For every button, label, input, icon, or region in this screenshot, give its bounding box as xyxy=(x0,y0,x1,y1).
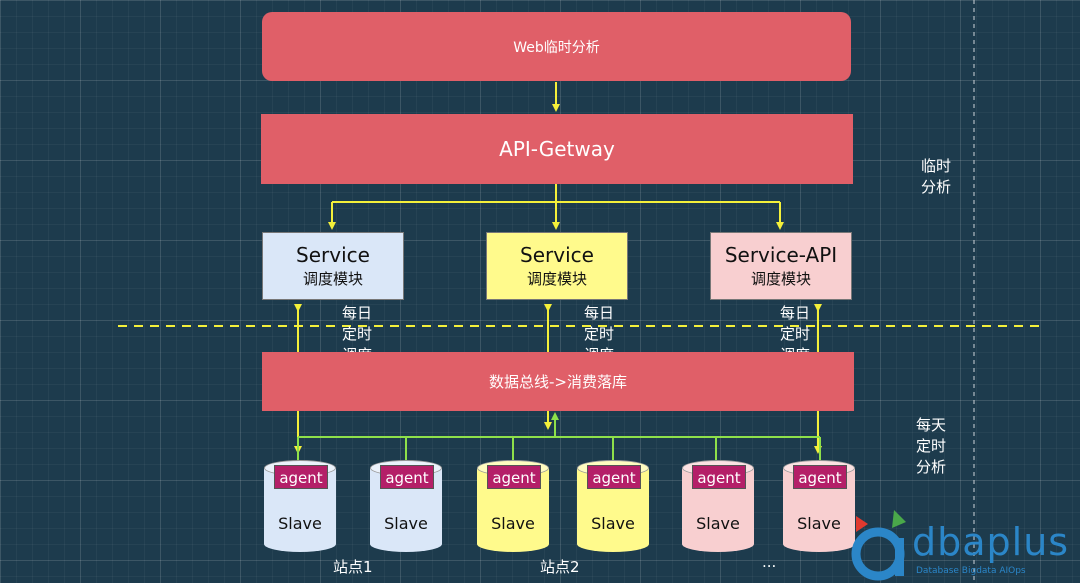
web-adhoc-label: Web临时分析 xyxy=(513,39,600,56)
agent-badge: agent xyxy=(274,465,328,489)
slave-node: agent Slave xyxy=(682,460,754,552)
service-3-title: Service-API xyxy=(724,243,838,267)
site-label-1: 站点1 xyxy=(333,558,373,576)
service-1-subtitle: 调度模块 xyxy=(302,270,363,288)
agent-badge: agent xyxy=(587,465,641,489)
dbaplus-logo-tagline: Database Bigdata AIOps xyxy=(916,566,1026,576)
slave-node: agent Slave xyxy=(264,460,336,552)
service-3-subtitle: 调度模块 xyxy=(750,270,811,288)
daily-analysis-label: 每天 定时 分析 xyxy=(916,416,947,476)
api-gateway-bar: API-Getway xyxy=(261,114,853,184)
agent-badge: agent xyxy=(487,465,541,489)
slave-node: agent Slave xyxy=(577,460,649,552)
service-box-3: Service-API 调度模块 xyxy=(710,232,852,300)
service-2-subtitle: 调度模块 xyxy=(526,270,587,288)
dbaplus-logo-text: dbaplus xyxy=(912,520,1070,564)
agent-badge: agent xyxy=(793,465,847,489)
slave-label: Slave xyxy=(591,514,635,533)
slave-node: agent Slave xyxy=(477,460,549,552)
data-bus-bar: 数据总线->消费落库 xyxy=(262,352,854,411)
adhoc-analysis-label: 临时 分析 xyxy=(921,157,952,196)
service-2-title: Service xyxy=(520,243,594,267)
service-1-title: Service xyxy=(296,243,370,267)
api-gateway-label: API-Getway xyxy=(499,137,615,161)
site-label-2: 站点2 xyxy=(540,558,580,576)
slave-node: agent Slave xyxy=(370,460,442,552)
slave-label: Slave xyxy=(491,514,535,533)
agent-badge: agent xyxy=(692,465,746,489)
site-label-ellipsis: ... xyxy=(762,553,777,571)
slave-label: Slave xyxy=(797,514,841,533)
slave-label: Slave xyxy=(384,514,428,533)
slave-node: agent Slave xyxy=(783,460,855,552)
dbaplus-logo: dbaplus Database Bigdata AIOps xyxy=(848,510,1078,582)
slave-label: Slave xyxy=(696,514,740,533)
service-box-1: Service 调度模块 xyxy=(262,232,404,300)
agent-badge: agent xyxy=(380,465,434,489)
dbaplus-logo-mark-icon xyxy=(851,510,906,581)
service-box-2: Service 调度模块 xyxy=(486,232,628,300)
web-adhoc-bar: Web临时分析 xyxy=(262,12,851,81)
slave-label: Slave xyxy=(278,514,322,533)
data-bus-label: 数据总线->消费落库 xyxy=(489,373,627,391)
